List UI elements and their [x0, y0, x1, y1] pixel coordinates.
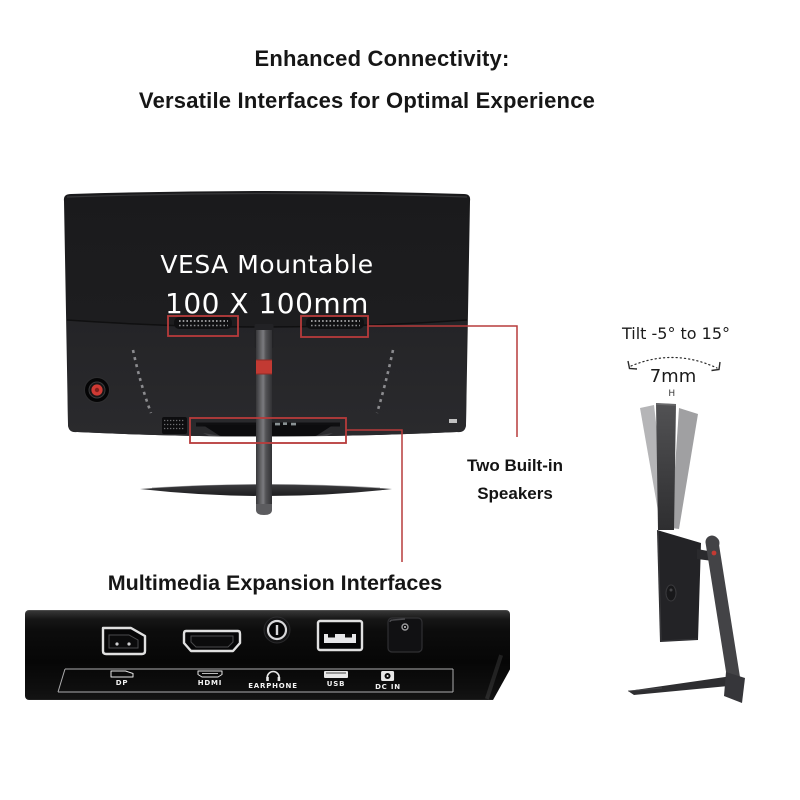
tilt-range-label: Tilt -5° to 15°	[621, 324, 731, 343]
monitor-back-graphic	[63, 191, 518, 562]
headphone-icon	[265, 670, 281, 681]
rear-mini-grille	[162, 417, 187, 434]
speaker-grille-left	[174, 317, 232, 329]
tilt-arc	[630, 356, 718, 369]
speaker-highlight-left	[167, 315, 239, 337]
pole-red-band	[256, 360, 272, 374]
annotation-rects	[167, 315, 518, 562]
dc-plug-icon	[380, 670, 395, 682]
dp-connector-icon	[110, 670, 134, 678]
ports-section-heading: Multimedia Expansion Interfaces	[107, 571, 443, 595]
tilt-arrow-right	[711, 361, 721, 372]
stand-red-dot	[711, 550, 717, 556]
panel-side	[656, 403, 676, 530]
speakers-callout: Two Built-in Speakers	[467, 456, 563, 503]
dc-in-port-graphic	[387, 617, 423, 653]
monitor-side-graphic	[627, 356, 745, 703]
page-title-line2: Versatile Interfaces for Optimal Experie…	[138, 88, 596, 113]
shell-side	[657, 530, 701, 642]
vesa-size-label: 100 X 100mm	[165, 287, 369, 320]
page-title-line1: Enhanced Connectivity:	[254, 46, 510, 71]
stand-pole-back	[254, 324, 274, 515]
ports-graphics	[57, 616, 454, 693]
earphone-jack-graphic	[263, 616, 291, 644]
ports-leader-line	[346, 429, 403, 562]
rear-foot-side	[724, 672, 745, 703]
tilt-arrow-left	[627, 360, 638, 370]
vent-left	[131, 349, 153, 414]
usb-port-graphic	[316, 619, 364, 652]
speaker-grille-right	[306, 317, 364, 329]
port-label-dp: DP	[110, 670, 134, 687]
stand-side	[627, 535, 745, 703]
tilt-ghost-forward	[671, 408, 698, 529]
port-label-dcin: DC IN	[375, 670, 401, 691]
tilt-height-label: 7mm	[649, 366, 697, 387]
ports-panel: DP HDMI EARPHONE USB DC IN	[25, 610, 510, 700]
tilt-height-axis-label: H	[668, 389, 676, 399]
usb-connector-icon	[323, 670, 349, 679]
rear-label-mark	[449, 419, 457, 423]
vent-right	[375, 349, 395, 414]
speaker-leader-line	[368, 325, 518, 437]
hdmi-port-graphic	[182, 629, 242, 653]
port-label-earphone: EARPHONE	[248, 670, 298, 690]
port-label-hdmi: HDMI	[197, 670, 223, 687]
dp-port-graphic	[101, 626, 147, 656]
front-foot-side	[628, 676, 739, 695]
joystick-button-icon	[84, 377, 110, 403]
vesa-mount-label: VESA Mountable	[160, 250, 374, 279]
port-label-usb: USB	[323, 670, 349, 688]
hdmi-connector-icon	[197, 670, 223, 678]
label-strip-outline	[57, 668, 454, 693]
panel-gloss	[25, 610, 510, 619]
